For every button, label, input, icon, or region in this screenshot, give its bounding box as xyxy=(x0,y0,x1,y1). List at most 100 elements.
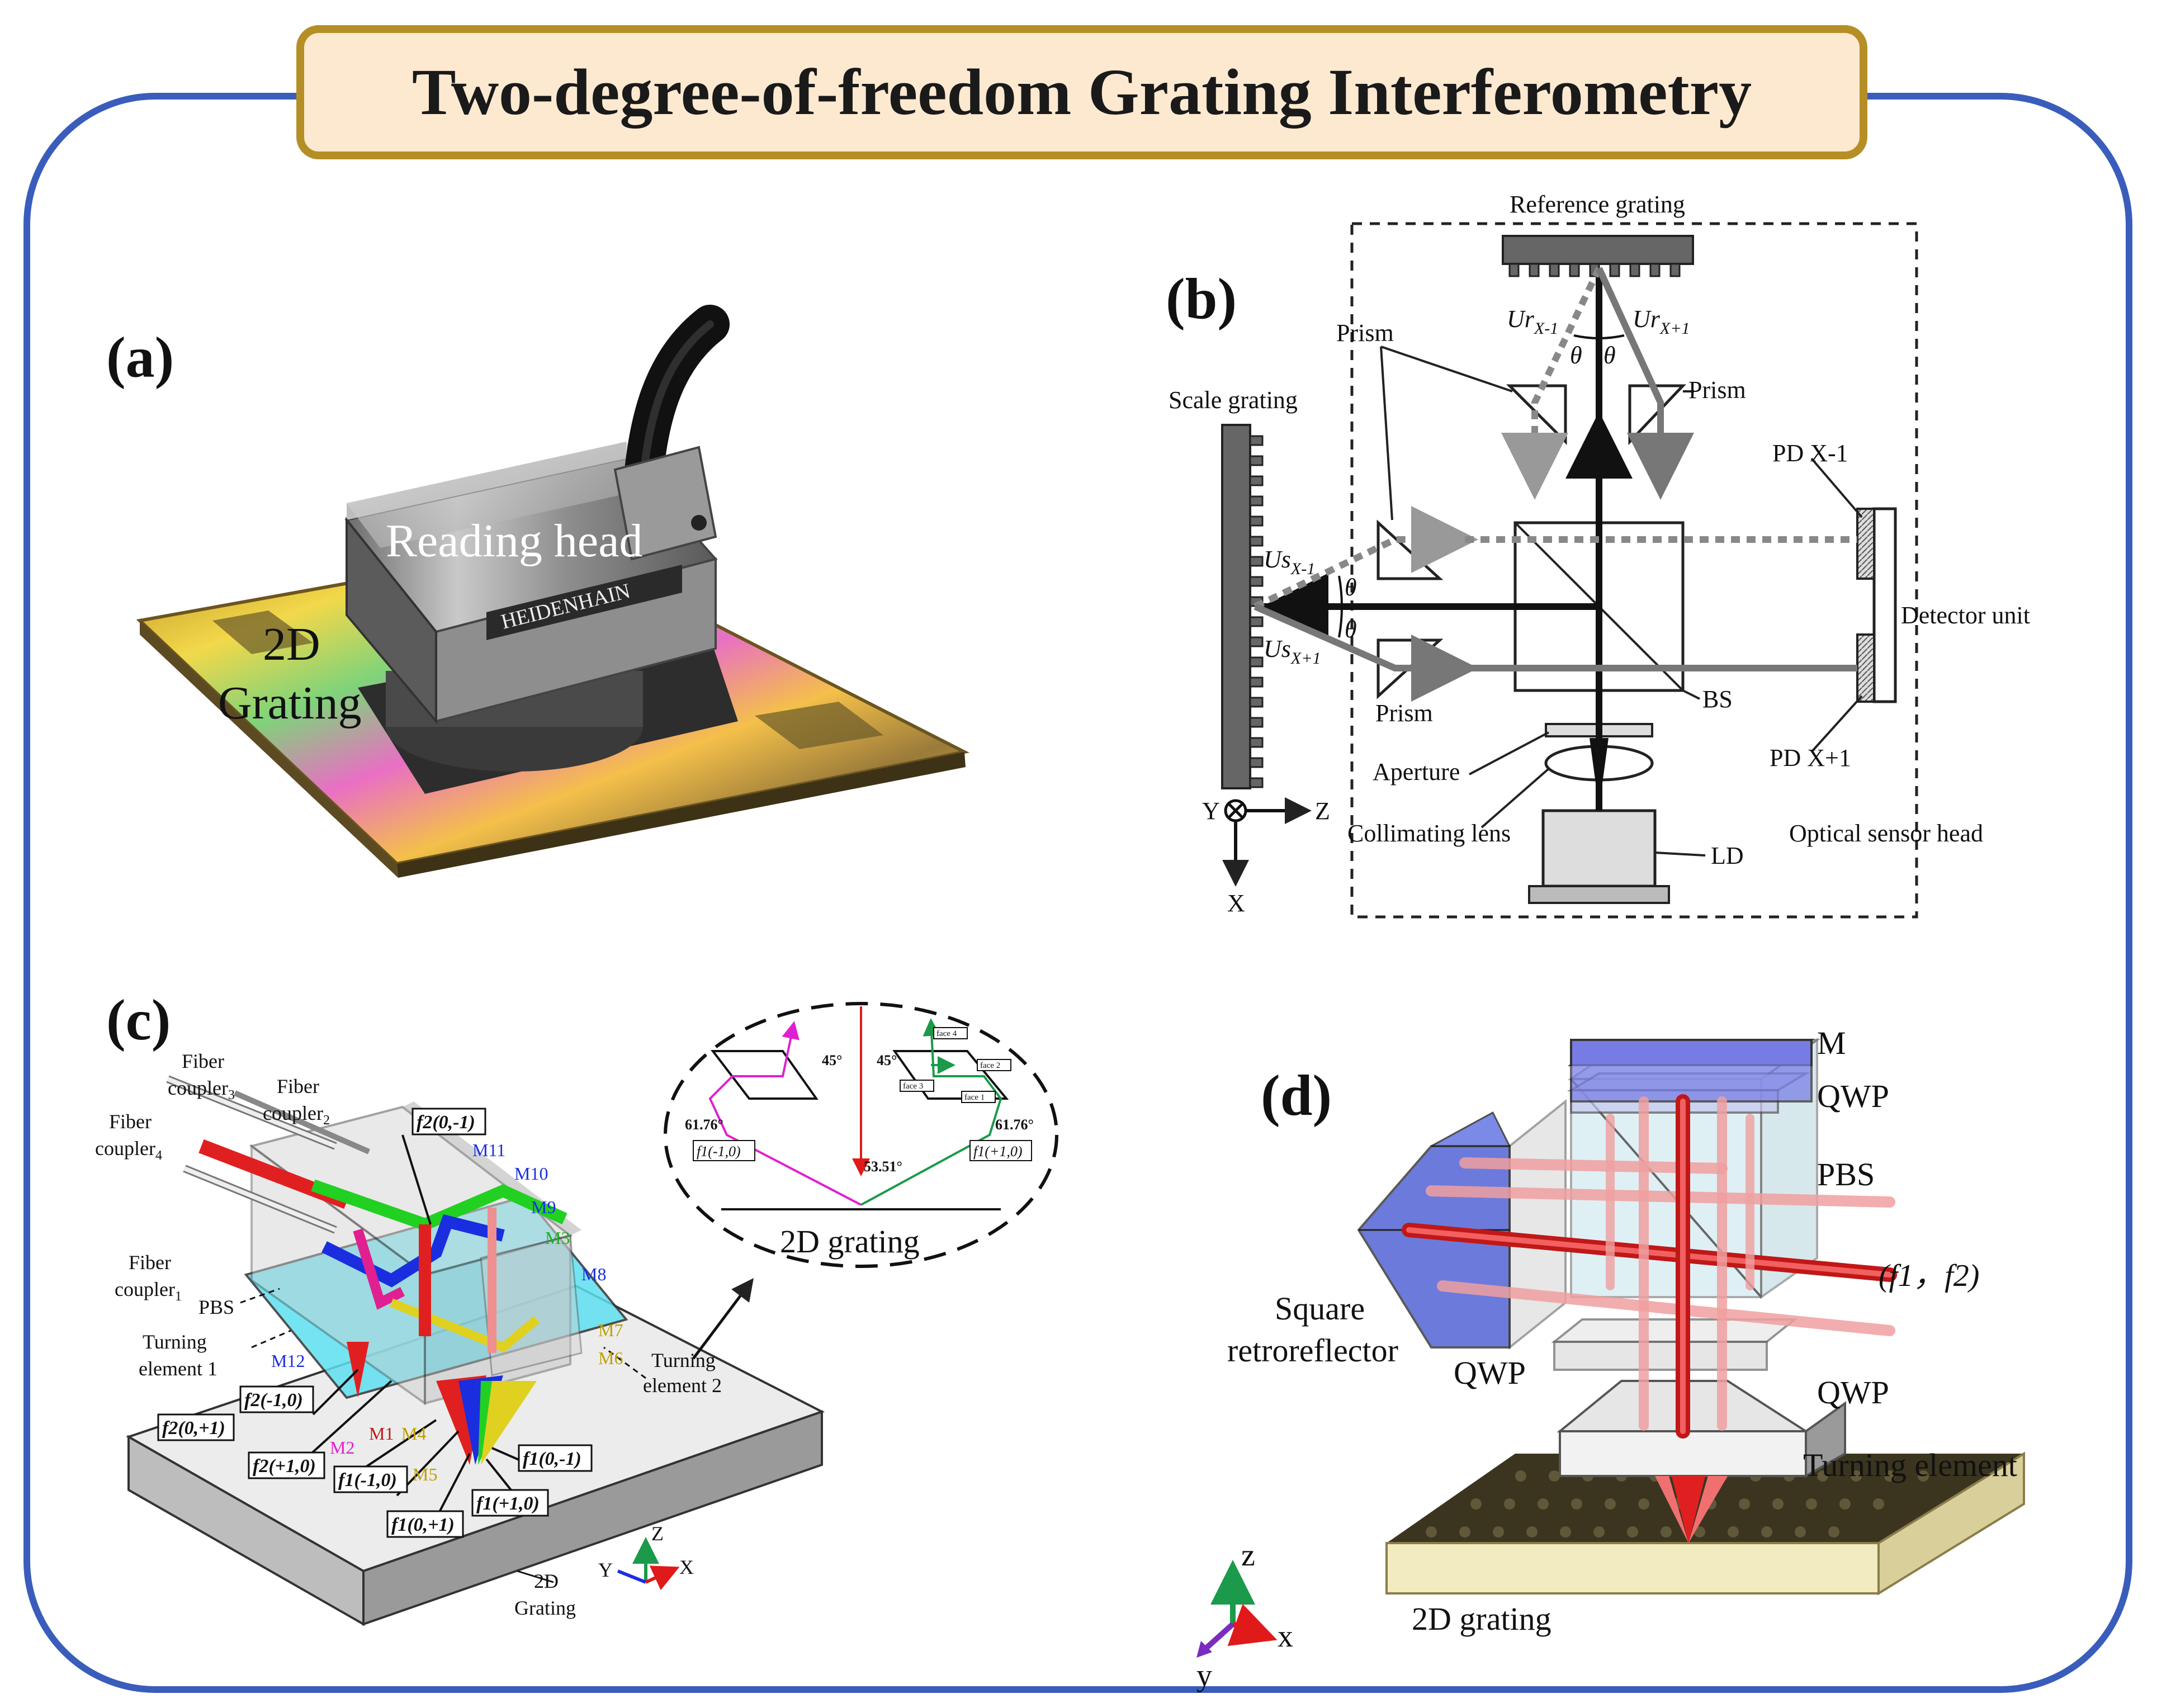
prism-mid-left xyxy=(1376,519,1444,580)
c-mirror-m8: M8 xyxy=(581,1264,606,1284)
c-inset-angle-6176a: 61.76° xyxy=(685,1116,723,1133)
c-mirror-m7: M7 xyxy=(598,1320,623,1340)
d-qwp-top-label: QWP xyxy=(1817,1078,1889,1114)
b-ur-minus: UrX-1 xyxy=(1507,305,1558,338)
d-axis-y: y xyxy=(1196,1658,1212,1693)
d-square-b: retroreflector xyxy=(1227,1332,1398,1369)
b-axis-y: Y xyxy=(1202,797,1220,825)
b-prism-3: Prism xyxy=(1375,699,1433,727)
panel-label-a: (a) xyxy=(106,325,174,390)
c-grating-b: Grating xyxy=(514,1597,576,1619)
b-collimating-lens: Collimating lens xyxy=(1347,820,1511,847)
c-f2-p10-tag: f2(+1,0) xyxy=(248,1451,325,1479)
c-turning2-a: Turning xyxy=(651,1349,716,1371)
c-inset-grating-label: 2D grating xyxy=(780,1223,920,1260)
panel-label-d: (d) xyxy=(1261,1063,1332,1128)
c-f2-0p1-tag: f2(0,+1) xyxy=(157,1413,235,1441)
c-fiber1-b: coupler1 xyxy=(115,1278,182,1304)
b-prism-2: Prism xyxy=(1688,376,1746,404)
c-axis-y: Y xyxy=(598,1559,613,1581)
d-qwp-right-label: QWP xyxy=(1817,1374,1889,1411)
b-us-plus: UsX+1 xyxy=(1264,635,1321,668)
c-inset-angle-45b: 45° xyxy=(877,1052,897,1068)
svg-text:f1(0,-1): f1(0,-1) xyxy=(523,1449,581,1469)
b-optical-sensor-head: Optical sensor head xyxy=(1789,820,1983,847)
c-grating-a: 2D xyxy=(534,1570,559,1592)
c-mirror-m11: M11 xyxy=(472,1140,505,1160)
d-beams-label: (f1，f2) xyxy=(1879,1258,1979,1293)
c-fiber2-b: coupler2 xyxy=(263,1102,330,1128)
b-ur-plus: UrX+1 xyxy=(1633,305,1690,338)
c-fiber3-a: Fiber xyxy=(182,1050,224,1072)
d-turning-element-label: Turning element xyxy=(1803,1447,2017,1483)
c-inset-angle-45a: 45° xyxy=(822,1052,842,1068)
svg-text:f1(-1,0): f1(-1,0) xyxy=(338,1470,397,1491)
reference-grating xyxy=(1502,235,1694,277)
c-turning1-b: element 1 xyxy=(139,1357,217,1380)
c-mirror-m9: M9 xyxy=(531,1197,556,1217)
b-ld: LD xyxy=(1711,842,1744,869)
b-reference-grating: Reference grating xyxy=(1510,191,1685,218)
svg-text:f1(+1,0): f1(+1,0) xyxy=(476,1493,540,1514)
b-us-minus: UsX-1 xyxy=(1264,546,1315,578)
d-retroreflector xyxy=(1357,1145,1511,1349)
c-mirror-m10: M10 xyxy=(514,1163,548,1184)
c-inset-f1-m10-tag: f1(-1,0) xyxy=(693,1140,755,1161)
b-scale-grating: Scale grating xyxy=(1169,386,1298,414)
title-box: Two-degree-of-freedom Grating Interferom… xyxy=(296,25,1867,159)
panel-d-diagram xyxy=(1196,1038,2025,1658)
c-mirror-m5: M5 xyxy=(413,1464,437,1484)
panel-a-photo xyxy=(136,305,970,878)
panel-label-b: (b) xyxy=(1166,267,1237,331)
c-f1-0p1-tag: f1(0,+1) xyxy=(386,1510,464,1538)
a-grating-label-2: Grating xyxy=(218,677,362,729)
b-axis-x: X xyxy=(1227,890,1245,917)
c-f2-m10-tag: f2(-1,0) xyxy=(239,1385,314,1413)
c-mirror-m4: M4 xyxy=(401,1423,426,1444)
c-fiber4-b: coupler4 xyxy=(95,1137,162,1163)
b-theta-2: θ xyxy=(1603,342,1616,369)
c-mirror-m3: M3 xyxy=(545,1228,570,1248)
c-mirror-m12: M12 xyxy=(271,1351,305,1371)
svg-text:f1(+1,0): f1(+1,0) xyxy=(973,1143,1023,1160)
panel-label-c: (c) xyxy=(106,988,171,1052)
d-pbs-label: PBS xyxy=(1817,1156,1875,1193)
d-qwp-left-label: QWP xyxy=(1454,1355,1526,1391)
c-mirror-m6: M6 xyxy=(598,1348,623,1368)
c-turning2-b: element 2 xyxy=(643,1374,722,1397)
b-theta-1: θ xyxy=(1570,342,1582,369)
svg-text:f2(+1,0): f2(+1,0) xyxy=(253,1456,316,1477)
b-prism-1: Prism xyxy=(1336,319,1394,347)
b-axis-z: Z xyxy=(1315,797,1330,825)
c-inset-face4: face 4 xyxy=(936,1029,957,1038)
optical-sensor-head-box xyxy=(1350,222,1918,919)
d-grating-label: 2D grating xyxy=(1412,1601,1551,1637)
c-mirror-m1: M1 xyxy=(369,1423,394,1444)
scale-grating xyxy=(1221,424,1264,789)
c-inset-face2: face 2 xyxy=(980,1061,1000,1070)
panel-b-diagram xyxy=(1221,222,1918,919)
c-inset-angle-6176b: 61.76° xyxy=(995,1116,1034,1133)
c-f2-0m1-tag: f2(0,-1) xyxy=(411,1108,486,1135)
b-theta-3: θ xyxy=(1345,574,1357,601)
b-detector-unit: Detector unit xyxy=(1901,602,2030,629)
c-pbs: PBS xyxy=(198,1296,234,1318)
pd-x-minus xyxy=(1856,508,1875,580)
svg-text:f2(0,+1): f2(0,+1) xyxy=(162,1418,225,1439)
d-m-label: M xyxy=(1817,1025,1846,1061)
c-fiber1-a: Fiber xyxy=(129,1251,171,1274)
detector-unit xyxy=(1872,507,1897,703)
c-axis-x: X xyxy=(679,1556,694,1578)
c-fiber2-a: Fiber xyxy=(277,1075,319,1097)
c-inset-f1-p10-tag: f1(+1,0) xyxy=(969,1140,1032,1161)
c-f1-0m1-tag: f1(0,-1) xyxy=(518,1444,593,1472)
b-pd-x-plus: PD X+1 xyxy=(1770,744,1851,772)
a-reading-head-label: Reading head xyxy=(386,515,643,567)
c-turning1-a: Turning xyxy=(143,1331,207,1353)
b-bs: BS xyxy=(1702,685,1733,713)
b-aperture: Aperture xyxy=(1373,758,1460,786)
panel-c-diagram xyxy=(126,1002,1058,1626)
svg-text:f2(-1,0): f2(-1,0) xyxy=(244,1390,303,1411)
d-axis-x: x xyxy=(1278,1619,1293,1654)
